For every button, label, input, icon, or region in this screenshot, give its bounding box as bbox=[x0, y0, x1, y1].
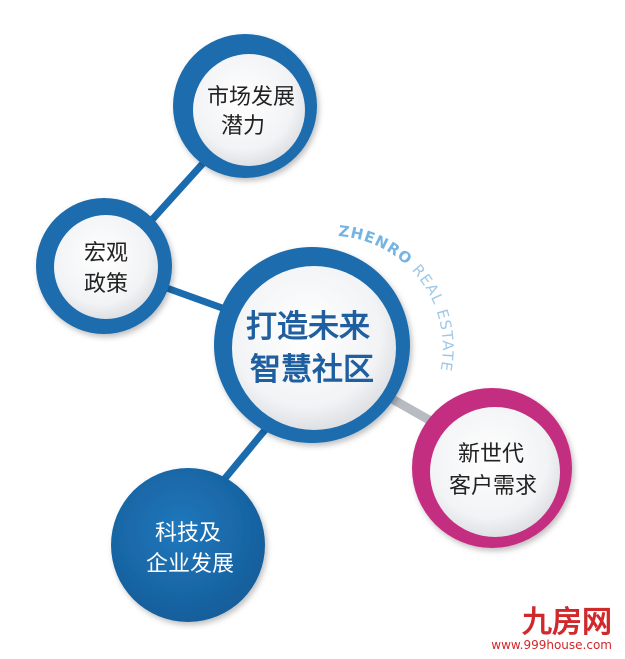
node-new-generation-customers bbox=[412, 388, 572, 548]
node-center-smart-community bbox=[214, 247, 410, 443]
node-tech-line1: 科技及 bbox=[155, 521, 221, 546]
node-market-potential bbox=[173, 34, 317, 178]
node-market-line2: 潜力 bbox=[221, 114, 265, 139]
node-customers-line2: 客户需求 bbox=[449, 474, 537, 499]
brand-arc-rest: REAL ESTATE bbox=[409, 261, 457, 373]
center-title-line1: 打造未来 bbox=[246, 309, 370, 345]
watermark-logo: 九房网 www.999house.com bbox=[491, 605, 612, 652]
center-title-line2: 智慧社区 bbox=[250, 352, 374, 388]
connector-center-tech bbox=[218, 426, 269, 486]
watermark-name: 九房网 bbox=[522, 605, 612, 640]
node-tech-line2: 企业发展 bbox=[146, 552, 234, 577]
node-tech-enterprise bbox=[111, 468, 265, 622]
node-policy-line1: 宏观 bbox=[84, 241, 128, 266]
node-customers-line1: 新世代 bbox=[458, 442, 524, 467]
node-policy-line2: 政策 bbox=[84, 272, 128, 297]
node-macro-policy bbox=[36, 198, 172, 334]
node-market-line1: 市场发展 bbox=[207, 85, 295, 110]
watermark-url: www.999house.com bbox=[491, 638, 612, 652]
